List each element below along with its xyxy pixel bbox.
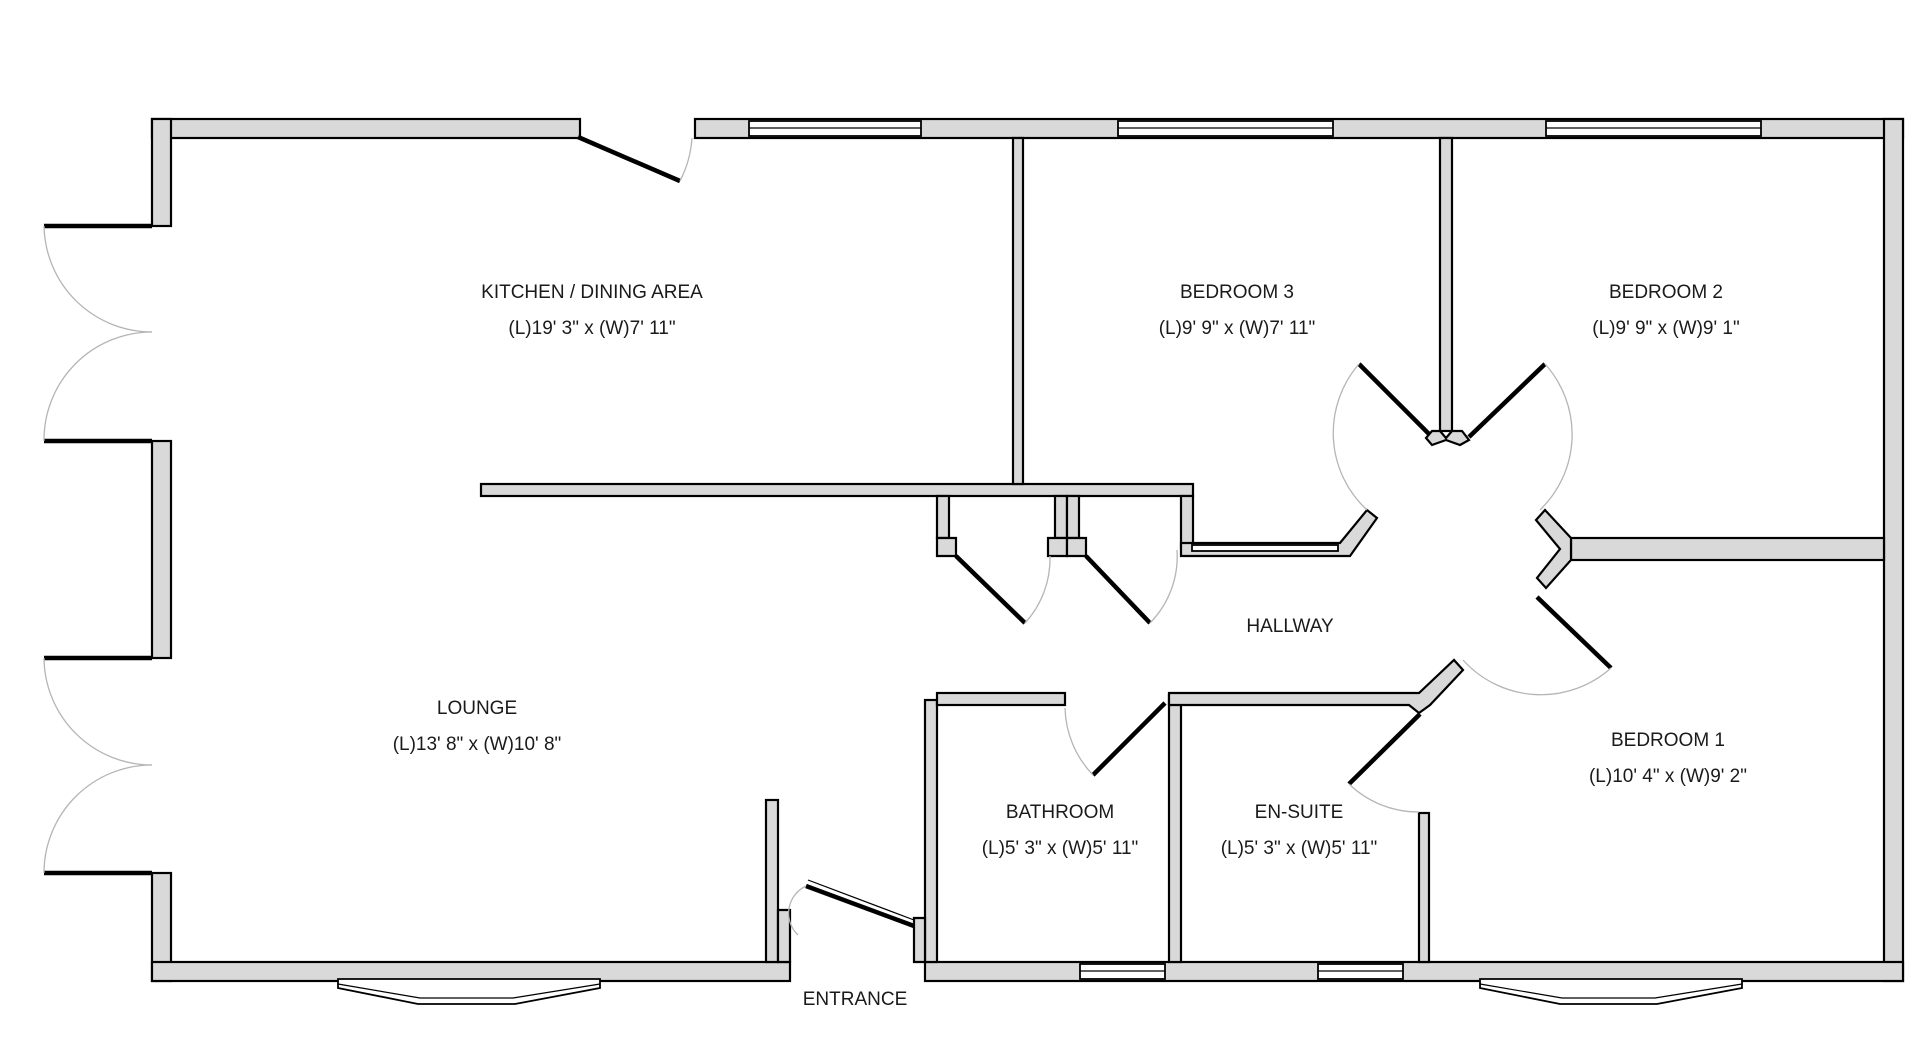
interior-walls [479, 136, 1886, 964]
doors [43, 134, 1613, 936]
wall-left-top [150, 117, 173, 228]
wall-bathroom-top [935, 691, 1067, 707]
french-door-upper-swing-a [43, 225, 153, 333]
entrance-label: ENTRANCE [803, 989, 908, 1010]
lounge-dimensions: (L)13' 8" x (W)10' 8" [393, 734, 562, 755]
bedroom3-dimensions: (L)9' 9" x (W)7' 11" [1159, 318, 1316, 339]
cupboard-2-left-notch [1065, 536, 1088, 558]
windows [337, 120, 1762, 1005]
door-bedroom3-swing [1332, 363, 1368, 511]
cupboard-1-right [1053, 494, 1069, 540]
door-bedroom1-swing [1462, 659, 1612, 696]
cupboard-1-right-notch [1046, 536, 1069, 558]
bay-window-bedroom1 [1479, 978, 1743, 1005]
bedroom2-name: BEDROOM 2 [1609, 282, 1723, 303]
ensuite-dimensions: (L)5' 3" x (W)5' 11" [1221, 838, 1378, 859]
cupboard-2-left [1065, 494, 1081, 540]
entrance-jamb-right [923, 698, 939, 964]
door-bedroom2-swing [1539, 363, 1573, 511]
wall-left-middle [150, 439, 173, 660]
ensuite-name: EN-SUITE [1255, 802, 1344, 823]
bedroom3-name: BEDROOM 3 [1180, 282, 1294, 303]
door-cupboard-1-swing [1024, 555, 1051, 624]
door-cupboard-1 [954, 554, 1027, 625]
bathroom-dimensions: (L)5' 3" x (W)5' 11" [982, 838, 1139, 859]
bedroom1-dimensions: (L)10' 4" x (W)9' 2" [1589, 766, 1747, 787]
cupboard-2-right [1179, 494, 1195, 550]
wall-bedroom3-bedroom2 [1438, 136, 1454, 433]
wall-bottom-right [923, 960, 1905, 983]
bay-window-lounge [337, 978, 601, 1005]
wall-ensuite-top [1167, 658, 1465, 715]
wall-ensuite-right [1417, 811, 1431, 964]
bay-window-lounge-pane [337, 983, 601, 999]
kitchen-name: KITCHEN / DINING AREA [481, 282, 703, 303]
wall-right [1882, 117, 1905, 983]
wall-kitchen-bedroom3 [1011, 136, 1025, 486]
door-cupboard-2 [1084, 554, 1152, 625]
french-door-lower-swing-a [43, 657, 153, 766]
door-bathroom [1091, 701, 1167, 777]
entrance-jamb-right-step [912, 916, 927, 964]
bay-window-bedroom1-pane [1479, 983, 1743, 999]
door-entrance [805, 883, 915, 929]
door-junction-bedrooms [1424, 429, 1471, 447]
wall-top-left [150, 117, 582, 140]
airing-cupboard-shelf [1191, 544, 1339, 552]
door-kitchen-swing [679, 137, 693, 182]
wall-kitchen-south [479, 482, 1195, 498]
entrance-jamb-left-step [776, 908, 792, 964]
lounge-name: LOUNGE [437, 698, 517, 719]
bedroom2-dimensions: (L)9' 9" x (W)9' 1" [1592, 318, 1739, 339]
room-labels: KITCHEN / DINING AREA (L)19' 3" x (W)7' … [393, 282, 1747, 1010]
entrance-jamb-left [764, 798, 780, 964]
door-bedroom1 [1535, 595, 1613, 670]
wall-bathroom-divider [1167, 693, 1183, 964]
kitchen-dimensions: (L)19' 3" x (W)7' 11" [508, 318, 675, 339]
door-bathroom-swing [1064, 707, 1094, 776]
wall-bedroom2-bedroom1 [1569, 536, 1886, 562]
french-door-upper-swing-b [43, 331, 153, 442]
door-entrance-swing [788, 885, 807, 936]
cupboard-1-left-notch [935, 536, 958, 558]
door-bedroom2 [1467, 362, 1547, 439]
door-bedroom3 [1357, 362, 1434, 439]
door-ensuite [1347, 712, 1422, 786]
door-kitchen [577, 134, 681, 184]
door-ensuite-swing [1348, 783, 1420, 813]
cupboard-1-left [935, 494, 951, 540]
french-door-lower-swing-b [43, 764, 153, 874]
bathroom-name: BATHROOM [1006, 802, 1114, 823]
wall-bedroom2-bedroom1-corner [1534, 508, 1573, 590]
door-cupboard-2-swing [1149, 549, 1178, 624]
door-entrance-edge [807, 879, 915, 921]
hallway-label: HALLWAY [1246, 616, 1334, 637]
bedroom1-name: BEDROOM 1 [1611, 730, 1725, 751]
